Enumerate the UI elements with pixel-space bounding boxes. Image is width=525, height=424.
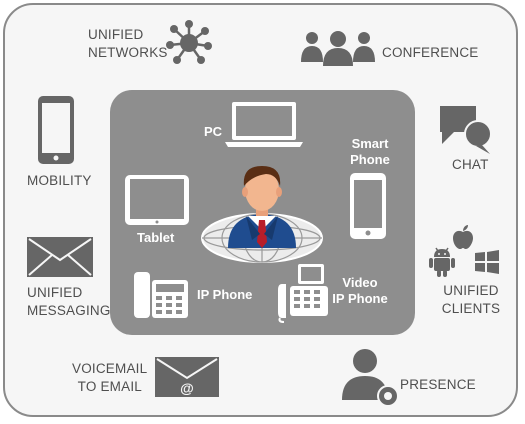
smartphone-icon (350, 173, 386, 239)
label-chat: CHAT (452, 157, 489, 172)
label-unified-clients: UNIFIED CLIENTS (441, 283, 501, 316)
envelope-icon (27, 237, 93, 277)
email-icon: @ (155, 357, 219, 397)
label-presence: PRESENCE (400, 377, 476, 392)
svg-text:@: @ (180, 380, 194, 396)
label-tablet: Tablet (137, 230, 175, 245)
network-icon (166, 20, 212, 64)
chat-icon (440, 106, 492, 154)
label-pc: PC (204, 124, 223, 139)
apple-icon (453, 225, 473, 249)
label-ip-phone: IP Phone (197, 287, 253, 302)
tablet-icon (125, 175, 189, 225)
video-ip-phone-icon (278, 264, 328, 323)
label-conference: CONFERENCE (382, 45, 479, 60)
windows-icon (475, 250, 499, 274)
label-video-ip-phone: Video IP Phone (332, 275, 388, 306)
ip-phone-icon (134, 272, 188, 318)
laptop-icon (225, 102, 303, 147)
presence-icon (342, 349, 399, 407)
label-voicemail-to-email: VOICEMAIL TO EMAIL (72, 361, 148, 394)
label-unified-networks: UNIFIED NETWORKS (88, 27, 168, 60)
businessman-avatar (228, 166, 296, 248)
conference-icon (301, 31, 375, 66)
android-icon (429, 247, 455, 277)
mobile-phone-icon (38, 96, 74, 164)
label-unified-messaging: UNIFIED MESSAGING (27, 285, 111, 318)
label-smart-phone: Smart Phone (350, 136, 390, 167)
label-mobility: MOBILITY (27, 173, 92, 188)
